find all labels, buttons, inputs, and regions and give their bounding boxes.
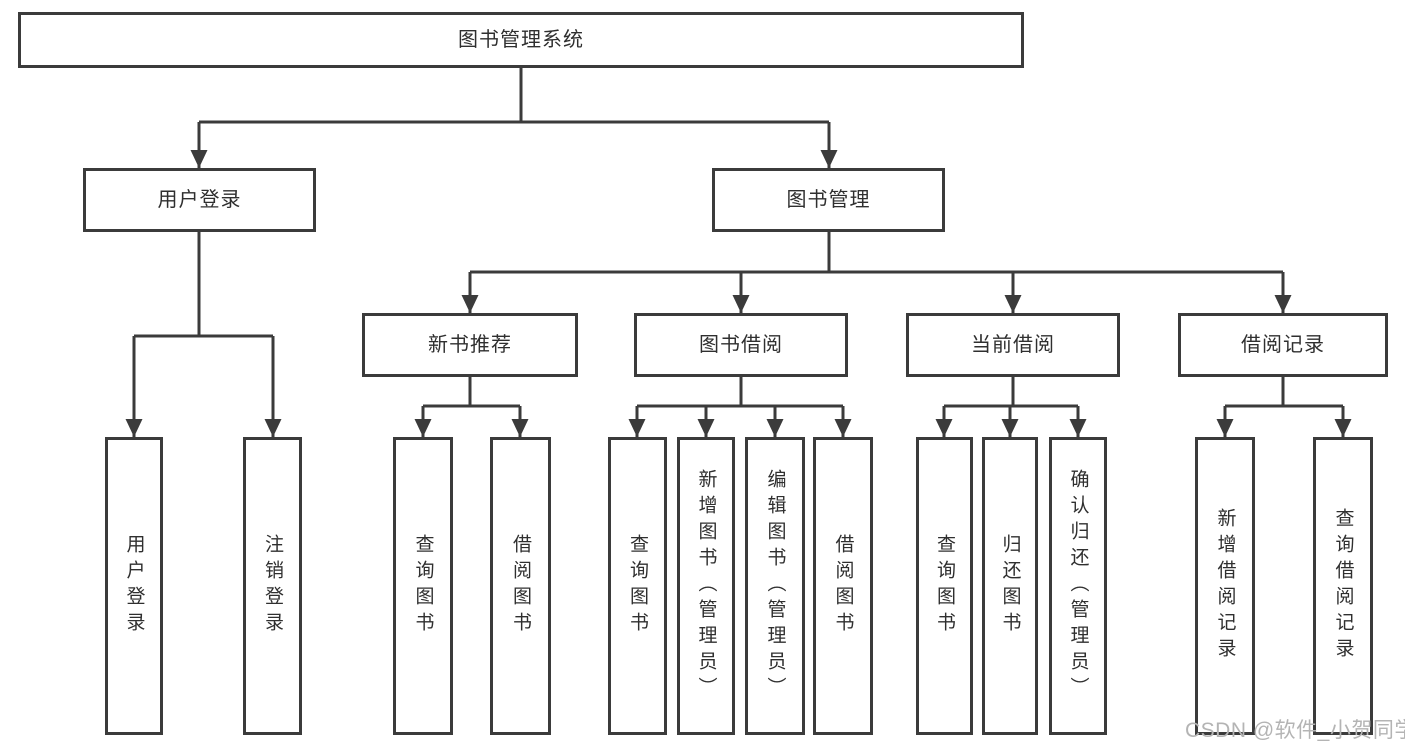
leaf-borrow-edit-books-admin: 编辑图书（管理员） [745,437,805,735]
leaf-records-query-borrow-record: 查询借阅记录 [1313,437,1373,735]
node-current-borrowing: 当前借阅 [906,313,1120,377]
leaf-current-confirm-return-admin: 确认归还（管理员） [1049,437,1107,735]
leaf-current-query-books: 查询图书 [916,437,973,735]
node-new-book-recommendation: 新书推荐 [362,313,578,377]
leaf-borrow-add-books-admin: 新增图书（管理员） [677,437,735,735]
leaf-borrow-query-books: 查询图书 [608,437,667,735]
leaf-current-return-books: 归还图书 [982,437,1038,735]
node-user-login: 用户登录 [83,168,316,232]
node-book-borrowing: 图书借阅 [634,313,848,377]
node-book-management: 图书管理 [712,168,945,232]
node-borrowing-records: 借阅记录 [1178,313,1388,377]
leaf-logout: 注销登录 [243,437,302,735]
leaf-recommend-borrow-books: 借阅图书 [490,437,551,735]
leaf-records-add-borrow-record: 新增借阅记录 [1195,437,1255,735]
node-library-management-system: 图书管理系统 [18,12,1024,68]
leaf-recommend-query-books: 查询图书 [393,437,453,735]
csdn-watermark: CSDN @软件_小贺同学 [1185,719,1405,742]
leaf-borrow-borrow-books: 借阅图书 [813,437,873,735]
leaf-user-login: 用户登录 [105,437,163,735]
